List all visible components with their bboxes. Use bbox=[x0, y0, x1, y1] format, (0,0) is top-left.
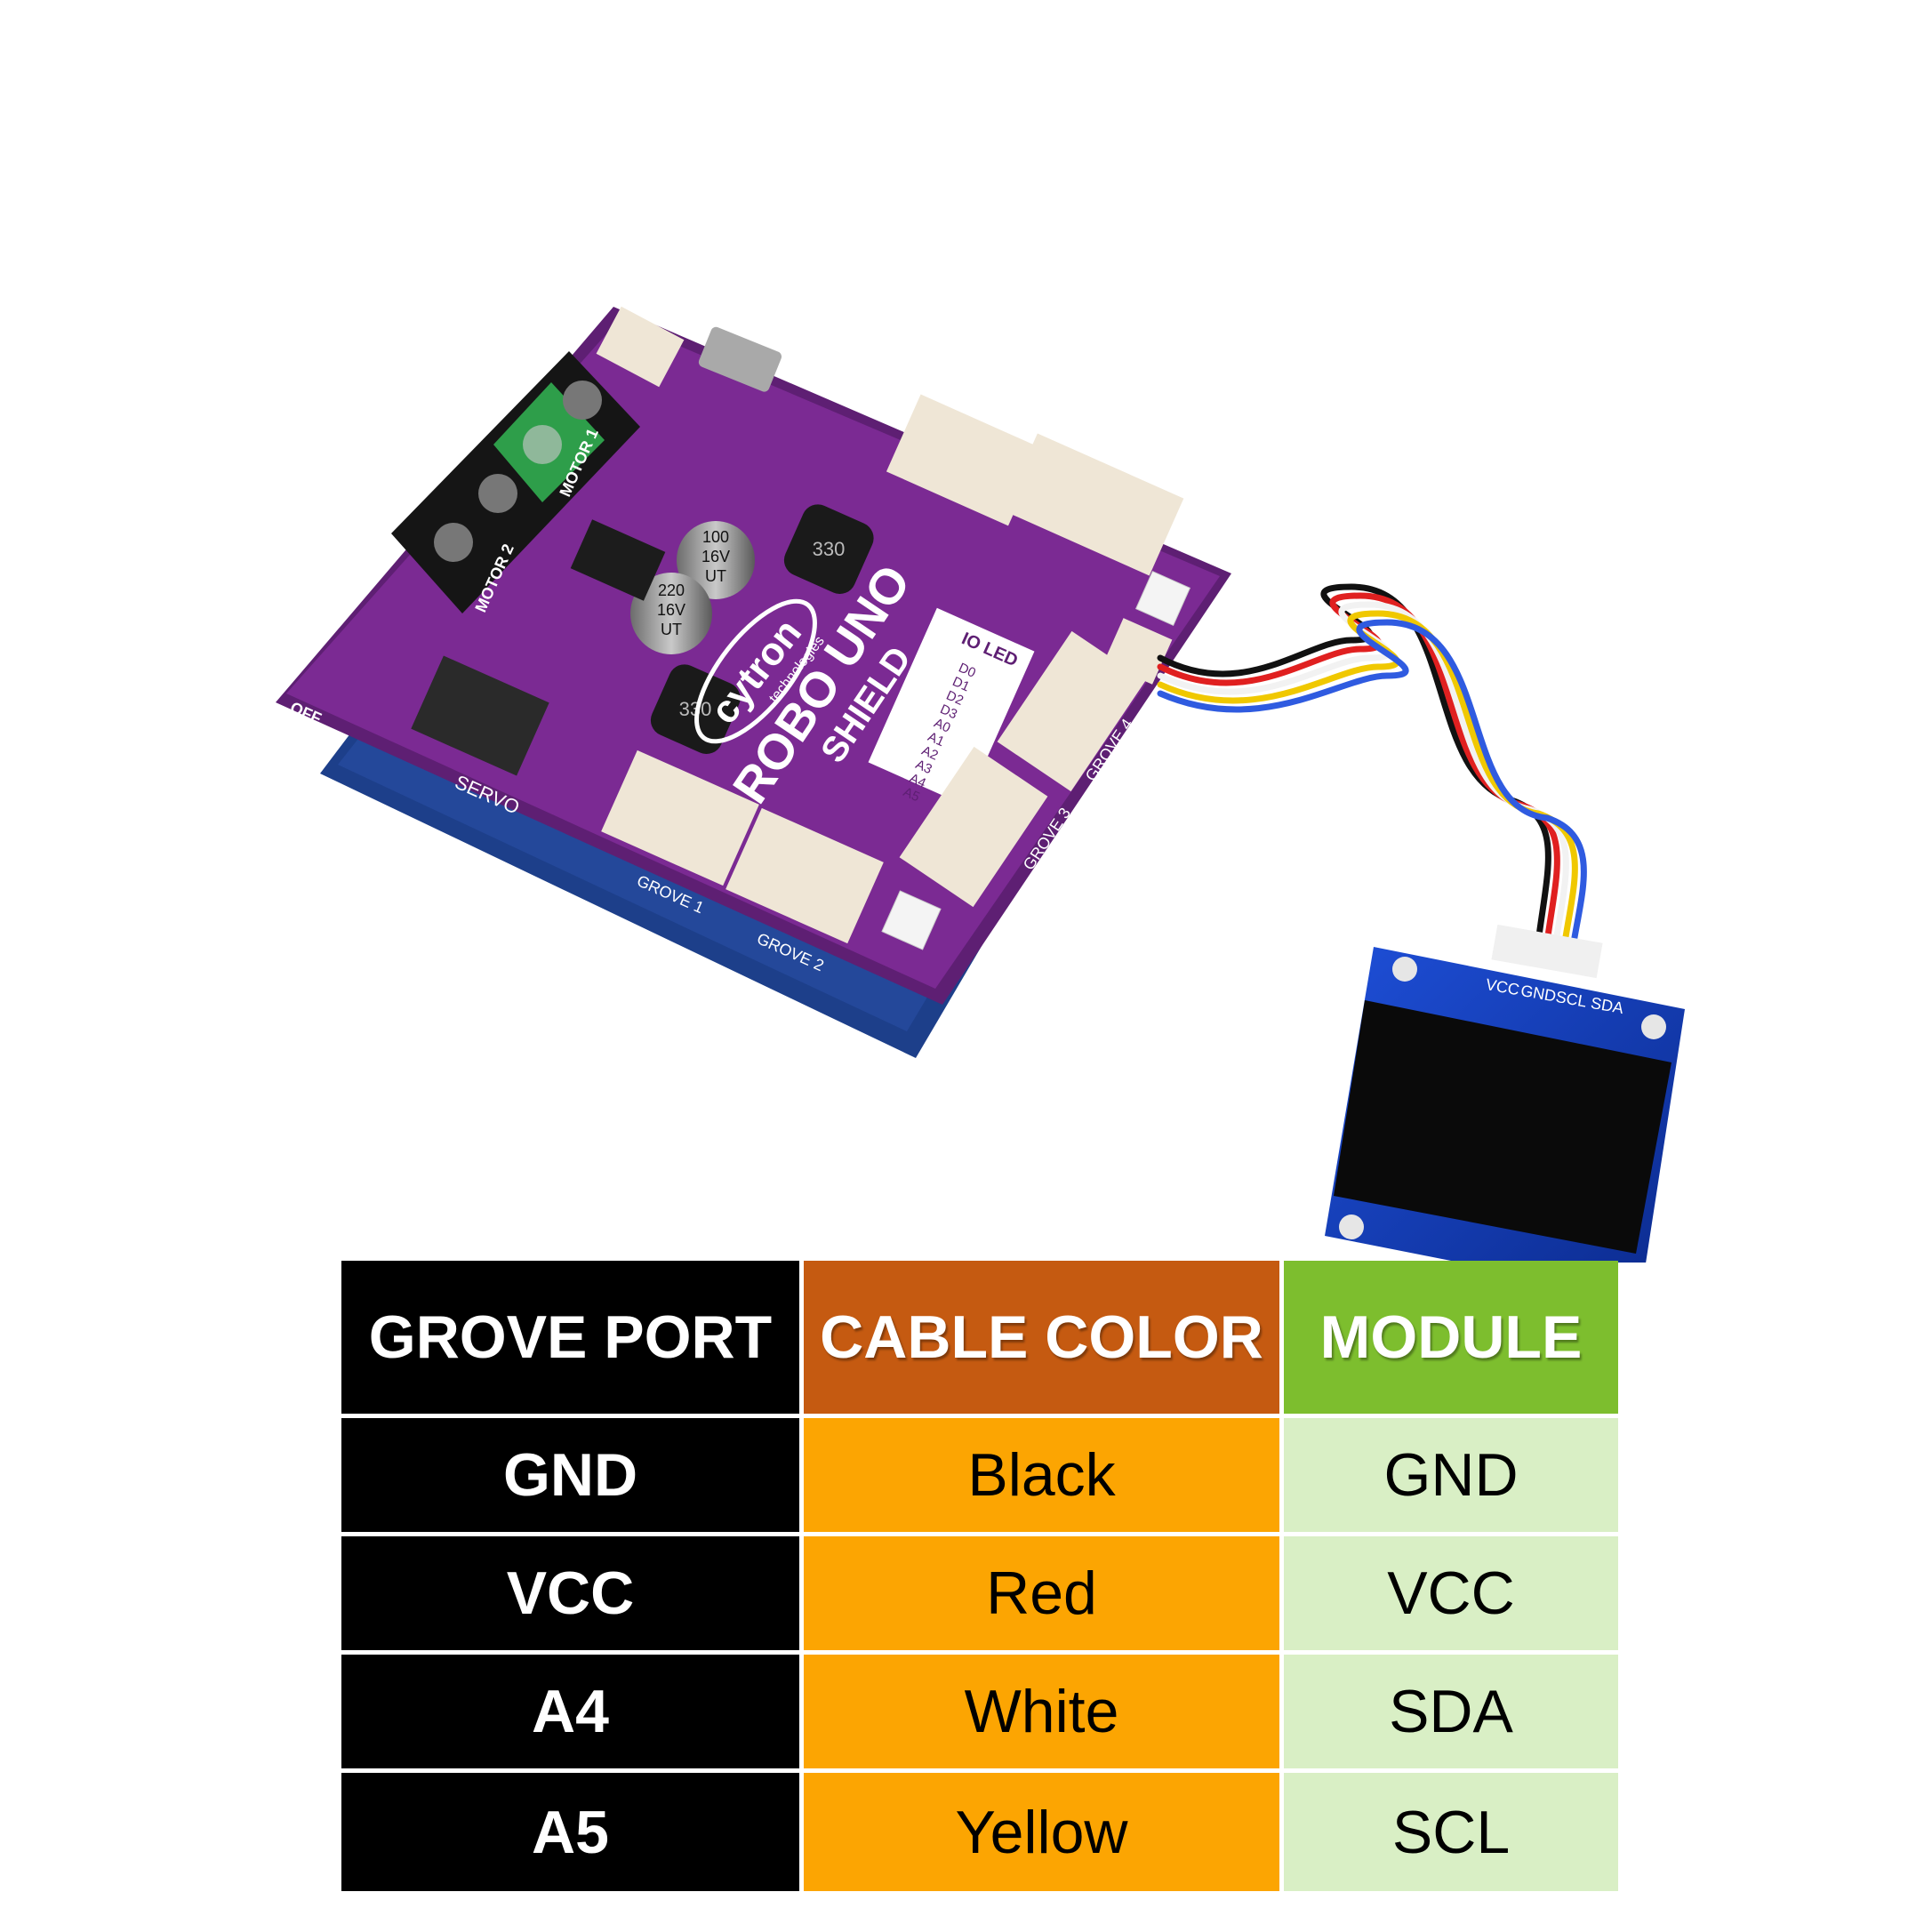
svg-text:D0: D0 bbox=[957, 661, 978, 681]
cell-cable-color: White bbox=[804, 1655, 1284, 1773]
cell-module: GND bbox=[1284, 1418, 1618, 1536]
table-row: A5 Yellow SCL bbox=[341, 1773, 1618, 1891]
table-row: A4 White SDA bbox=[341, 1655, 1618, 1773]
inductor-top: 330 bbox=[783, 504, 874, 595]
svg-text:220: 220 bbox=[658, 581, 685, 599]
cell-grove-port: GND bbox=[341, 1418, 804, 1536]
oled-mount-hole bbox=[1392, 957, 1417, 982]
rgb-led-top bbox=[1134, 570, 1191, 627]
svg-text:A3: A3 bbox=[913, 757, 934, 777]
cell-grove-port: VCC bbox=[341, 1536, 804, 1655]
oled-grove-connector bbox=[1491, 924, 1603, 979]
cell-cable-color: Red bbox=[804, 1536, 1284, 1655]
top-grove-connector bbox=[596, 306, 685, 388]
motor-driver-chip bbox=[570, 519, 666, 601]
motor-terminal-block bbox=[391, 351, 640, 613]
robo-uno-shield-board: 100 16V UT 220 16V UT 330 330 SERVO bbox=[276, 306, 1231, 1005]
capacitor-220uf: 220 16V UT bbox=[630, 573, 712, 654]
svg-text:A4: A4 bbox=[907, 771, 928, 791]
oled-grove-socket bbox=[1103, 618, 1173, 685]
svg-text:UT: UT bbox=[705, 567, 726, 585]
cell-module: SDA bbox=[1284, 1655, 1618, 1773]
cell-grove-port: A4 bbox=[341, 1655, 804, 1773]
svg-text:A2: A2 bbox=[919, 743, 941, 764]
svg-text:D1: D1 bbox=[950, 674, 972, 694]
header-cable-color: CABLE COLOR bbox=[804, 1261, 1284, 1418]
capacitor-100uf: 100 16V UT bbox=[677, 521, 755, 599]
svg-text:A5: A5 bbox=[901, 784, 922, 805]
svg-text:100: 100 bbox=[702, 528, 729, 546]
cell-cable-color: Black bbox=[804, 1418, 1284, 1536]
table-row: GND Black GND bbox=[341, 1418, 1618, 1536]
cell-module: SCL bbox=[1284, 1773, 1618, 1891]
svg-text:A1: A1 bbox=[926, 729, 947, 750]
svg-text:D2: D2 bbox=[944, 688, 966, 709]
header-module: MODULE bbox=[1284, 1261, 1618, 1418]
product-photo: 100 16V UT 220 16V UT 330 330 SERVO bbox=[276, 306, 1685, 1263]
oled-module: VCC GND SCL SDA bbox=[1325, 924, 1685, 1263]
oled-display-screen bbox=[1334, 1000, 1671, 1254]
cell-cable-color: Yellow bbox=[804, 1773, 1284, 1891]
io-led-panel: IO LED D0 D1 D2 D3 A0 A1 A2 A3 A4 A5 bbox=[868, 607, 1035, 806]
wiring-table: GROVE PORT CABLE COLOR MODULE GND Black … bbox=[341, 1261, 1618, 1891]
oled-mount-hole bbox=[1339, 1215, 1364, 1239]
usb-port bbox=[698, 326, 782, 392]
grove-cable bbox=[1157, 583, 1587, 946]
svg-text:D3: D3 bbox=[938, 701, 959, 722]
svg-text:16V: 16V bbox=[657, 601, 685, 619]
oled-mount-hole bbox=[1641, 1014, 1666, 1039]
cell-grove-port: A5 bbox=[341, 1773, 804, 1891]
header-grove-port: GROVE PORT bbox=[341, 1261, 804, 1418]
cell-module: VCC bbox=[1284, 1536, 1618, 1655]
svg-text:UT: UT bbox=[661, 621, 682, 638]
table-row: VCC Red VCC bbox=[341, 1536, 1618, 1655]
svg-text:A0: A0 bbox=[932, 716, 953, 736]
rgb-led-bottom bbox=[881, 890, 942, 950]
header-connector-1 bbox=[886, 394, 1043, 526]
svg-text:330: 330 bbox=[813, 538, 846, 560]
svg-text:16V: 16V bbox=[701, 548, 730, 565]
header-connector-2 bbox=[1003, 433, 1184, 576]
table-header-row: GROVE PORT CABLE COLOR MODULE bbox=[341, 1261, 1618, 1418]
